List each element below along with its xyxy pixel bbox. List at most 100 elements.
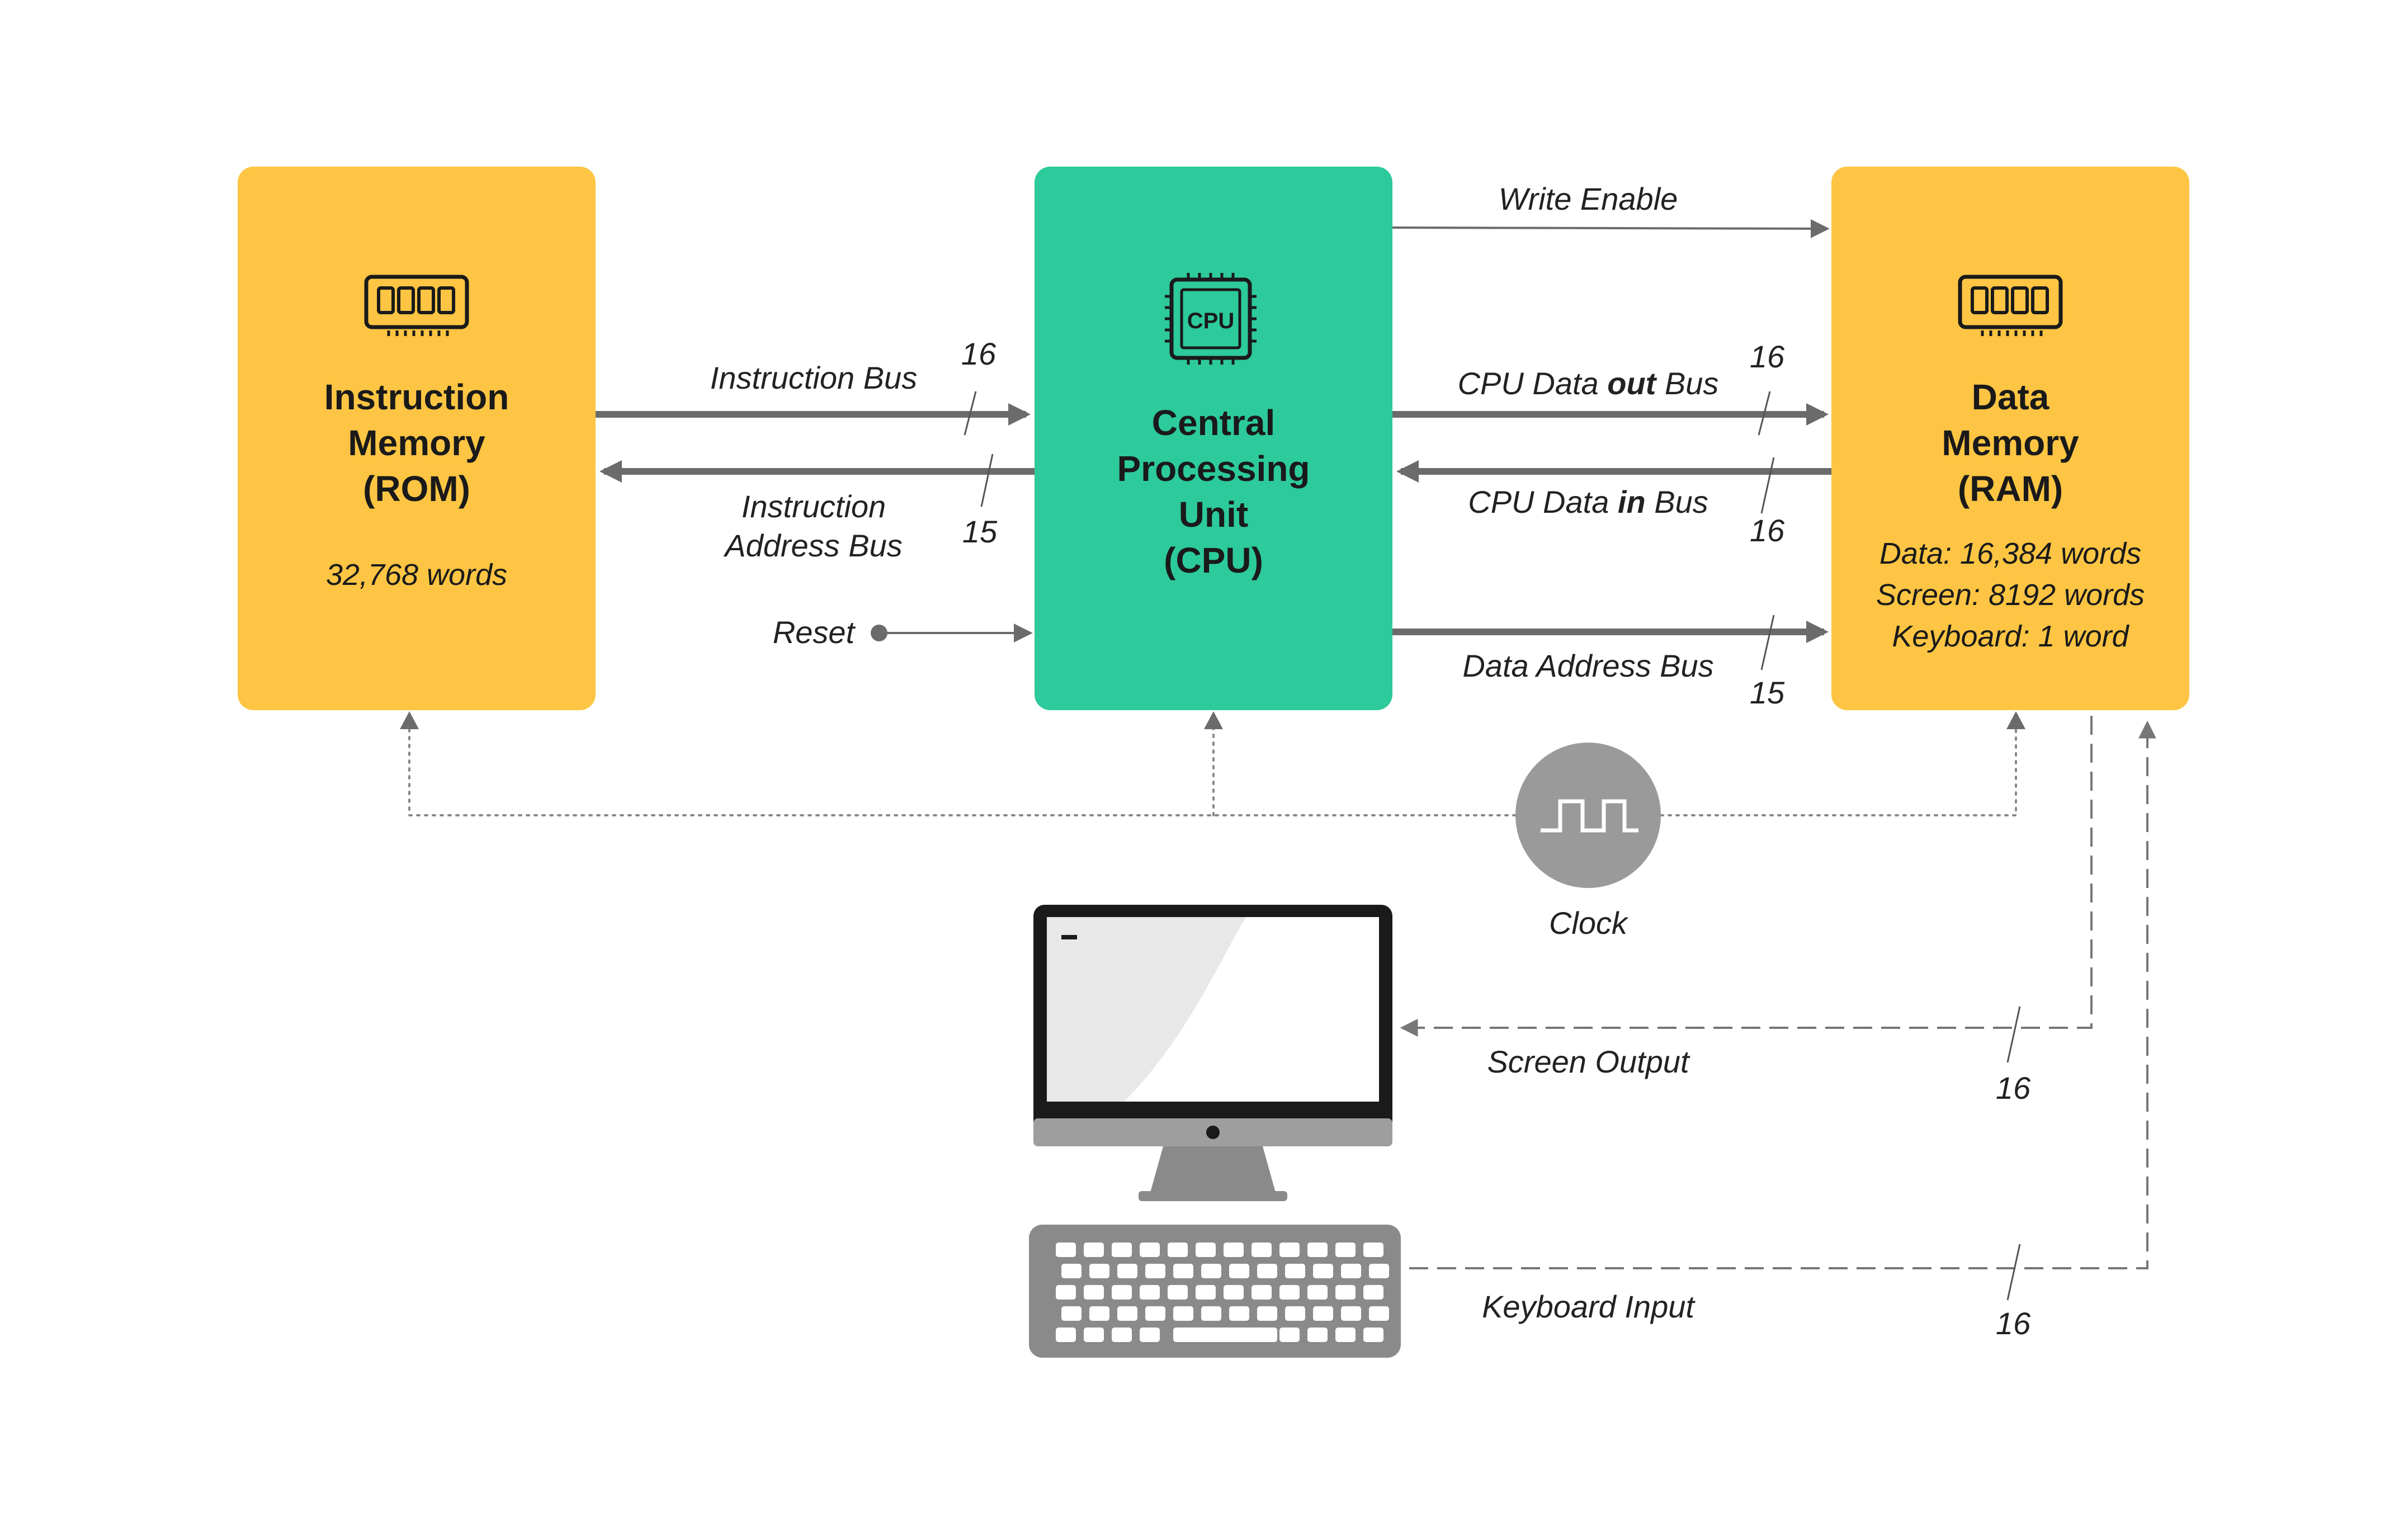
square-wave-icon	[1541, 799, 1638, 833]
keyboard-key	[1168, 1285, 1188, 1300]
keyboard-key	[1307, 1285, 1328, 1300]
data-address-bus-label: Data Address Bus	[1462, 648, 1713, 683]
keyboard-key	[1056, 1243, 1076, 1257]
instruction-address-bus-width: 15	[962, 514, 998, 549]
monitor-icon	[1033, 905, 1392, 1201]
keyboard-key	[1363, 1243, 1383, 1257]
screen-output-width: 16	[1996, 1070, 2031, 1106]
rom-title-line2: Memory	[348, 423, 485, 463]
keyboard-key	[1201, 1264, 1221, 1278]
keyboard-key	[1335, 1328, 1356, 1342]
ram-title-line2: Memory	[1942, 423, 2079, 463]
data-address-bus: Data Address Bus 15	[1392, 615, 1829, 710]
rom-title-line3: (ROM)	[363, 469, 470, 509]
keyboard-key	[1196, 1285, 1216, 1300]
keyboard-key	[1112, 1328, 1132, 1342]
cpu-data-out-width: 16	[1750, 339, 1785, 374]
instruction-address-bus: Instruction Address Bus 15	[599, 454, 1035, 563]
memory-chip-icon	[1958, 275, 2063, 336]
cpu-data-out-bold: out	[1607, 366, 1657, 401]
keyboard-key	[1341, 1264, 1361, 1278]
keyboard-key	[1369, 1306, 1389, 1321]
ram-keyboard-size: Keyboard: 1 word	[1892, 620, 2129, 653]
keyboard-key	[1363, 1328, 1383, 1342]
keyboard-key	[1279, 1328, 1300, 1342]
ram-data-size: Data: 16,384 words	[1879, 537, 2141, 570]
cpu-title-line4: (CPU)	[1164, 540, 1263, 580]
keyboard-key	[1056, 1285, 1076, 1300]
instruction-bus-label: Instruction Bus	[710, 360, 917, 395]
keyboard-key	[1257, 1306, 1277, 1321]
keyboard-key	[1140, 1328, 1160, 1342]
cpu-data-in-width: 16	[1750, 513, 1785, 548]
keyboard-key	[1285, 1264, 1305, 1278]
instruction-bus: Instruction Bus 16	[596, 336, 1031, 436]
keyboard-key	[1084, 1328, 1104, 1342]
rom-rect	[238, 167, 596, 710]
ram-title-line3: (RAM)	[1958, 469, 2063, 509]
cpu-data-in-pre: CPU Data	[1468, 484, 1618, 519]
instruction-memory-box: Instruction Memory (ROM) 32,768 words	[238, 167, 596, 710]
data-memory-box: Data Memory (RAM) Data: 16,384 words Scr…	[1831, 167, 2189, 710]
keyboard-key	[1117, 1264, 1137, 1278]
keyboard-icon	[1029, 1225, 1401, 1358]
cpu-data-out-bus: CPU Data out Bus 16	[1392, 339, 1829, 436]
keyboard-key	[1313, 1306, 1333, 1321]
keyboard-key	[1145, 1306, 1165, 1321]
cpu-chip-icon: CPU	[1165, 273, 1257, 365]
cpu-box: CPU Central Processing Unit (CPU)	[1035, 167, 1392, 710]
data-address-bus-width: 15	[1750, 675, 1785, 710]
instruction-address-bus-label2: Address Bus	[723, 528, 903, 563]
keyboard-key	[1335, 1243, 1356, 1257]
cpu-rect	[1035, 167, 1392, 710]
keyboard-key	[1285, 1306, 1305, 1321]
cpu-title-line1: Central	[1152, 403, 1276, 443]
keyboard-key	[1089, 1306, 1109, 1321]
cpu-data-in-post: Bus	[1646, 484, 1708, 519]
cpu-data-out-post: Bus	[1656, 366, 1718, 401]
keyboard-key	[1084, 1285, 1104, 1300]
keyboard-key	[1173, 1264, 1193, 1278]
clock-lines	[400, 711, 2025, 816]
keyboard-key	[1168, 1243, 1188, 1257]
keyboard-key	[1173, 1306, 1193, 1321]
cpu-data-out-pre: CPU Data	[1458, 366, 1608, 401]
keyboard-key	[1140, 1285, 1160, 1300]
keyboard-key	[1061, 1264, 1082, 1278]
keyboard-key	[1313, 1264, 1333, 1278]
keyboard-key	[1279, 1243, 1300, 1257]
rom-size: 32,768 words	[326, 558, 507, 592]
keyboard-key	[1140, 1243, 1160, 1257]
keyboard-key	[1307, 1328, 1328, 1342]
keyboard-key	[1307, 1243, 1328, 1257]
screen-output-line: Screen Output 16	[1400, 716, 2093, 1106]
ram-rect	[1831, 167, 2189, 710]
clock: Clock	[1515, 743, 1661, 941]
cpu-data-out-label: CPU Data out Bus	[1458, 366, 1719, 401]
keyboard-key	[1117, 1306, 1137, 1321]
keyboard-input-width: 16	[1996, 1306, 2031, 1341]
keyboard-key	[1229, 1264, 1249, 1278]
cpu-data-in-bus: CPU Data in Bus 16	[1396, 457, 1831, 548]
keyboard-key	[1056, 1328, 1076, 1342]
keyboard-key	[1252, 1285, 1272, 1300]
keyboard-key	[1363, 1285, 1383, 1300]
instruction-address-bus-label1: Instruction	[742, 489, 886, 524]
keyboard-key	[1279, 1285, 1300, 1300]
keyboard-key	[1145, 1264, 1165, 1278]
memory-chip-icon	[364, 275, 469, 336]
ram-screen-size: Screen: 8192 words	[1876, 578, 2145, 612]
keyboard-spacebar	[1173, 1328, 1277, 1342]
reset-line: Reset	[773, 615, 1033, 650]
keyboard-key	[1252, 1243, 1272, 1257]
cpu-icon-label: CPU	[1187, 309, 1234, 333]
write-enable-line: Write Enable	[1392, 181, 1830, 238]
instruction-bus-width: 16	[961, 336, 997, 371]
keyboard-key	[1335, 1285, 1356, 1300]
keyboard-input-label: Keyboard Input	[1482, 1289, 1696, 1324]
cpu-title-line2: Processing	[1117, 448, 1310, 489]
keyboard-input-line: Keyboard Input 16	[1409, 720, 2156, 1341]
keyboard-key	[1369, 1264, 1389, 1278]
cpu-data-in-bold: in	[1618, 484, 1646, 519]
